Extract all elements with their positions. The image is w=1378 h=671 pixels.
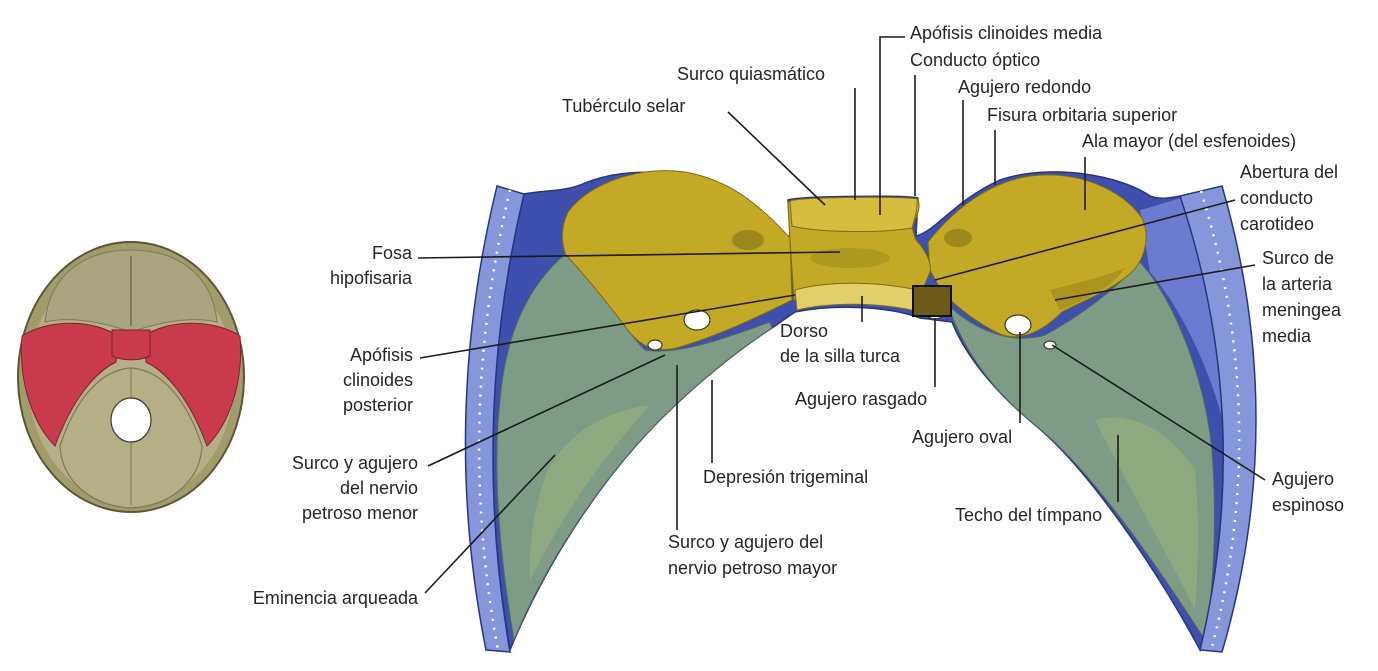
- foramen-magnum: [110, 397, 152, 443]
- label-agujero-espinoso-line2: espinoso: [1272, 495, 1344, 515]
- leader-eminencia-arqueada: [424, 454, 556, 594]
- label-agujero-redondo: Agujero redondo: [958, 77, 1091, 97]
- carotid-canal-opening-box: [912, 285, 952, 317]
- dura-cut-edge-left-dots: [477, 189, 512, 651]
- label-ala-mayor: Ala mayor (del esfenoides): [1082, 131, 1296, 151]
- label-abertura-conducto-carotideo-line3: carotideo: [1240, 214, 1314, 234]
- shadow-meningeal-groove: [1050, 268, 1125, 310]
- label-petroso-mayor-line1: Surco y agujero del: [668, 532, 823, 552]
- label-apofisis-clinoides-media: Apófisis clinoides media: [910, 23, 1103, 43]
- label-agujero-rasgado: Agujero rasgado: [795, 389, 927, 409]
- leader-lines: [417, 36, 1266, 594]
- label-agujero-oval: Agujero oval: [912, 427, 1012, 447]
- label-dorso-silla-turca-line2: de la silla turca: [780, 346, 901, 366]
- label-fisura-orbitaria-superior: Fisura orbitaria superior: [987, 105, 1177, 125]
- skull-base-inset: [17, 241, 245, 513]
- temporal-squama-left: [496, 249, 773, 642]
- label-petroso-menor-line2: del nervio: [340, 478, 418, 498]
- label-dorso-silla-turca-line1: Dorso: [780, 321, 828, 341]
- dura-cut-edge-right: [1179, 185, 1257, 653]
- foramen-petrosal-left-small: [647, 339, 663, 351]
- label-eminencia-arqueada: Eminencia arqueada: [253, 588, 419, 608]
- leader-tuberculo-selar: [727, 111, 826, 206]
- temporal-squama-right: [947, 261, 1215, 642]
- foramen-ovale: [1004, 314, 1032, 336]
- dura-light-region-right: [1140, 198, 1229, 440]
- leader-agujero-espinoso: [1051, 344, 1266, 481]
- label-agujero-espinoso-line1: Agujero: [1272, 469, 1334, 489]
- leader-apofisis-clinoides-media: [879, 36, 905, 215]
- label-techo-timpano: Techo del tímpano: [955, 505, 1102, 525]
- label-surco-arteria-meningea-line4: media: [1262, 326, 1312, 346]
- label-surco-arteria-meningea-line2: la arteria: [1262, 274, 1333, 294]
- label-surco-arteria-meningea-line3: meningea: [1262, 300, 1342, 320]
- label-apofisis-clinoides-posterior-line2: clinoides: [343, 370, 413, 390]
- foramen-spinosum: [1043, 340, 1057, 350]
- shadow-hypophyseal-fossa: [810, 248, 890, 268]
- label-depresion-trigeminal: Depresión trigeminal: [703, 467, 868, 487]
- middle-fossa-left-highlight: [20, 322, 119, 447]
- labels: Apófisis clinoides media Conducto óptico…: [253, 23, 1344, 608]
- arcuate-eminence-region: [529, 405, 650, 580]
- dura-cut-edge-right-dots: [1199, 190, 1241, 652]
- leader-fosa-hipofisaria: [417, 251, 841, 259]
- fossa-illustration: [464, 170, 1257, 653]
- label-fosa-hipofisaria-line1: Fosa: [372, 243, 413, 263]
- label-apofisis-clinoides-posterior-line1: Apófisis: [350, 345, 413, 365]
- label-petroso-menor-line3: petroso menor: [302, 503, 418, 523]
- label-fosa-hipofisaria-line2: hipofisaria: [330, 268, 413, 288]
- label-apofisis-clinoides-posterior-line3: posterior: [343, 395, 413, 415]
- label-conducto-optico: Conducto óptico: [910, 50, 1040, 70]
- leader-arteria-meningea: [1054, 264, 1256, 301]
- leader-conducto-carotideo: [934, 199, 1236, 281]
- label-petroso-menor-line1: Surco y agujero: [292, 453, 418, 473]
- middle-fossa-right-highlight: [143, 322, 242, 447]
- label-tuberculo-selar: Tubérculo selar: [562, 96, 685, 116]
- shadow-foramen-rotundum: [944, 229, 972, 247]
- label-surco-arteria-meningea-line1: Surco de: [1262, 248, 1334, 268]
- leader-petroso-menor: [427, 354, 666, 467]
- shadow-left-clinoid: [732, 230, 764, 250]
- label-petroso-mayor-line2: nervio petroso mayor: [668, 558, 837, 578]
- greater-wing-right: [927, 174, 1147, 338]
- label-abertura-conducto-carotideo-line1: Abertura del: [1240, 162, 1338, 182]
- tegmen-tympani-region: [1095, 417, 1199, 610]
- label-surco-quiasmatico: Surco quiasmático: [677, 64, 825, 84]
- tuberculum-sellae: [789, 196, 918, 233]
- label-abertura-conducto-carotideo-line2: conducto: [1240, 188, 1313, 208]
- sella-highlight: [111, 329, 151, 361]
- foramen-petrosal-left-large: [683, 309, 711, 331]
- leader-apofisis-clinoides-posterior: [419, 294, 796, 359]
